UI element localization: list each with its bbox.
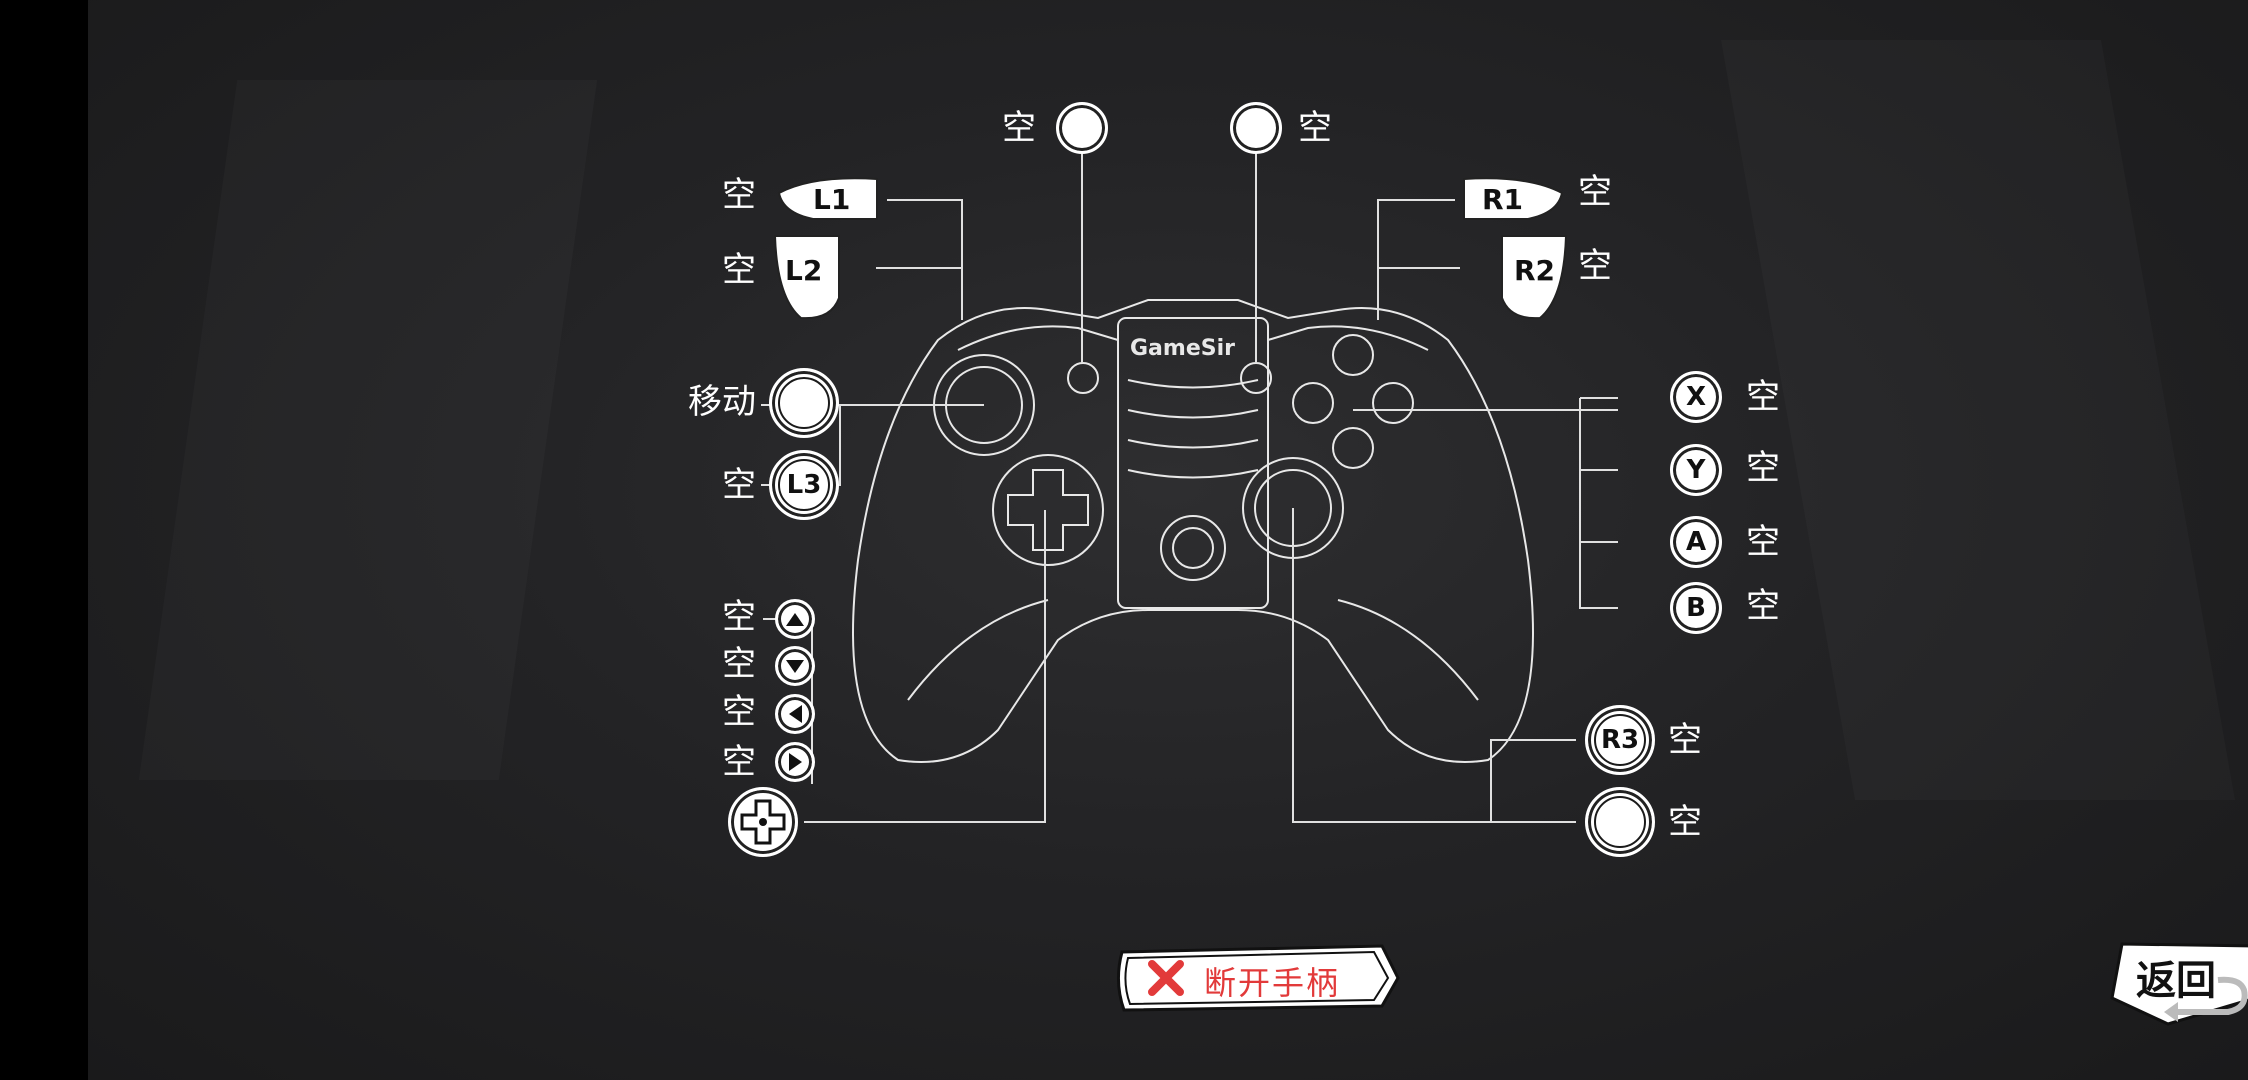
r3-text: R3 bbox=[1600, 725, 1640, 755]
r1-text: R1 bbox=[1482, 183, 1524, 216]
controller-body-outline bbox=[852, 299, 1534, 763]
disconnect-button[interactable]: 断开手柄 bbox=[1112, 938, 1400, 1018]
brand-text: GameSir bbox=[1130, 336, 1235, 361]
b-text: B bbox=[1686, 593, 1706, 623]
r2-text: R2 bbox=[1514, 254, 1556, 287]
a-button[interactable]: A bbox=[1670, 516, 1722, 568]
a-text: A bbox=[1685, 527, 1707, 557]
l2-label: 空 bbox=[722, 250, 756, 290]
dpad-down-label: 空 bbox=[722, 644, 756, 684]
top-left-small-label: 空 bbox=[1002, 108, 1036, 148]
left-stick-button[interactable] bbox=[769, 368, 839, 438]
back-button[interactable]: 返回 bbox=[2108, 938, 2248, 1030]
dpad-left-button[interactable] bbox=[775, 694, 815, 734]
b-label: 空 bbox=[1746, 586, 1780, 626]
l3-button[interactable]: L3 bbox=[769, 450, 839, 520]
dpad-right-label: 空 bbox=[722, 742, 756, 782]
dpad-main-button[interactable] bbox=[728, 787, 798, 857]
disconnect-label: 断开手柄 bbox=[1204, 964, 1341, 1002]
y-button[interactable]: Y bbox=[1670, 444, 1722, 496]
r2-button[interactable]: R2 bbox=[1498, 228, 1570, 324]
y-text: Y bbox=[1686, 455, 1706, 485]
back-label: 返回 bbox=[2136, 958, 2216, 1004]
r3-button[interactable]: R3 bbox=[1585, 705, 1655, 775]
x-text: X bbox=[1685, 382, 1707, 412]
l1-label: 空 bbox=[722, 175, 756, 215]
top-right-small-label: 空 bbox=[1298, 108, 1332, 148]
dpad-down-button[interactable] bbox=[775, 646, 815, 686]
dpad-icon bbox=[740, 799, 786, 845]
dpad-up-button[interactable] bbox=[775, 599, 815, 639]
return-arrow-icon bbox=[2168, 976, 2248, 1015]
dpad-up-label: 空 bbox=[722, 597, 756, 637]
triangle-up-icon bbox=[786, 612, 804, 626]
l2-text: L2 bbox=[785, 254, 823, 287]
r1-label: 空 bbox=[1578, 172, 1612, 212]
right-stick-label: 空 bbox=[1668, 802, 1702, 842]
triangle-left-icon bbox=[788, 705, 802, 723]
l3-text: L3 bbox=[786, 470, 822, 500]
close-icon bbox=[1148, 960, 1184, 996]
x-button[interactable]: X bbox=[1670, 371, 1722, 423]
r3-label: 空 bbox=[1668, 720, 1702, 760]
b-button[interactable]: B bbox=[1670, 582, 1722, 634]
y-label: 空 bbox=[1746, 448, 1780, 488]
l3-label: 空 bbox=[722, 465, 756, 505]
l1-text: L1 bbox=[813, 183, 851, 216]
a-label: 空 bbox=[1746, 522, 1780, 562]
dpad-right-button[interactable] bbox=[775, 742, 815, 782]
l2-button[interactable]: L2 bbox=[771, 228, 843, 324]
r2-label: 空 bbox=[1578, 246, 1612, 286]
controller-diagram: GameSir bbox=[761, 150, 1618, 823]
l1-button[interactable]: L1 bbox=[773, 173, 883, 225]
dpad-left-label: 空 bbox=[722, 692, 756, 732]
top-right-small-button[interactable] bbox=[1230, 102, 1282, 154]
left-stick-label: 移动 bbox=[688, 382, 756, 422]
triangle-down-icon bbox=[786, 659, 804, 673]
right-stick-button[interactable] bbox=[1585, 787, 1655, 857]
r1-button[interactable]: R1 bbox=[1458, 173, 1568, 225]
top-left-small-button[interactable] bbox=[1056, 102, 1108, 154]
x-label: 空 bbox=[1746, 377, 1780, 417]
triangle-right-icon bbox=[788, 753, 802, 771]
mapping-screen: GameSir bbox=[88, 0, 2248, 1080]
